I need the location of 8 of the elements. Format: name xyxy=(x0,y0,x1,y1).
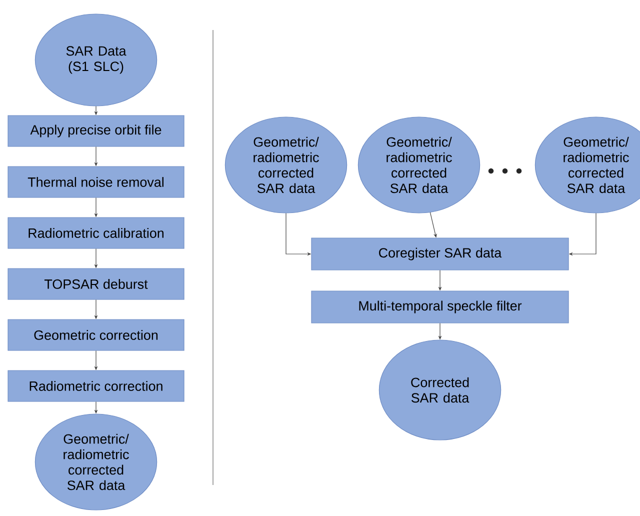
process-box: Radiometric calibration xyxy=(8,217,184,249)
process-box: Thermal noise removal xyxy=(8,166,184,198)
process-box: Multi-temporal speckle filter xyxy=(311,290,569,324)
process-box: Geometric correction xyxy=(8,319,184,351)
process-box: Apply precise orbit file xyxy=(8,115,184,147)
process-box: TOPSAR deburst xyxy=(8,268,184,300)
process-box: Coregister SAR data xyxy=(311,238,569,270)
process-box: Radiometric correction xyxy=(8,370,184,402)
